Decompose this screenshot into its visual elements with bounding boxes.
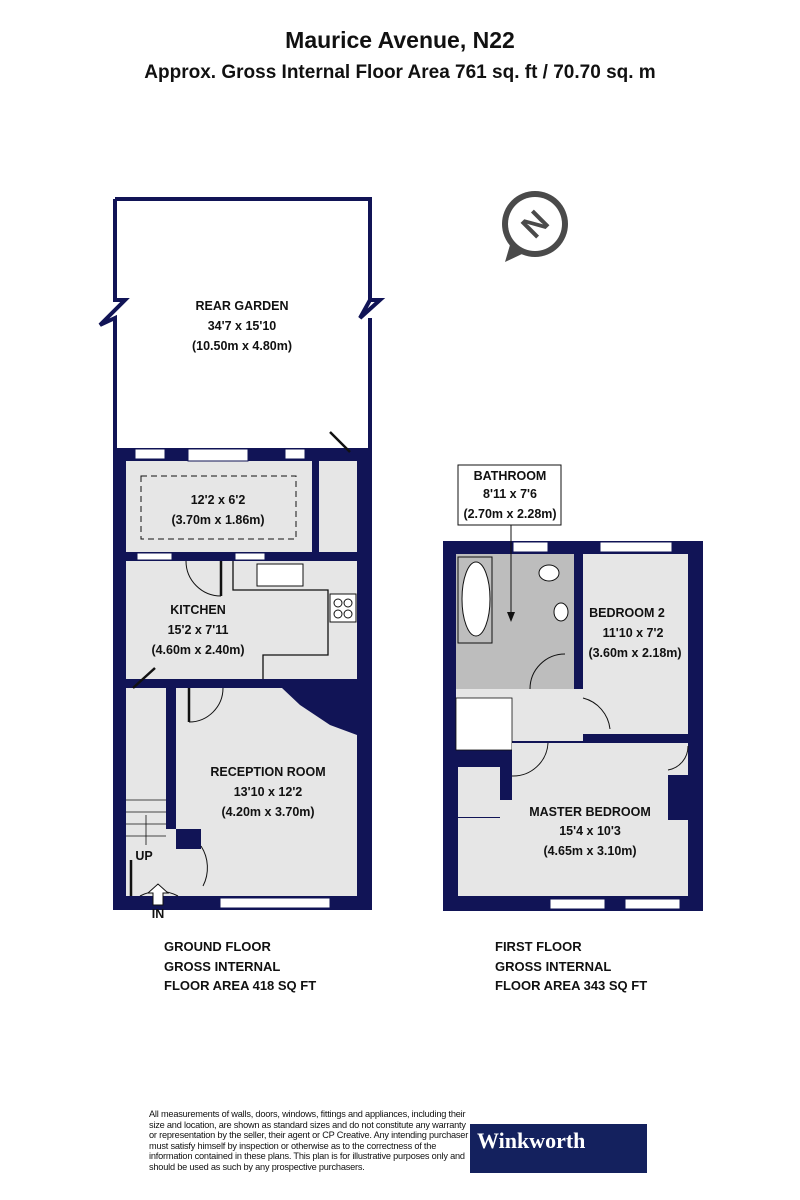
svg-text:RECEPTION ROOM: RECEPTION ROOM xyxy=(210,765,325,779)
svg-text:BATHROOM: BATHROOM xyxy=(474,469,547,483)
area-line: GROSS INTERNAL xyxy=(164,958,281,974)
svg-text:15'4 x 10'3: 15'4 x 10'3 xyxy=(559,824,621,838)
entrance-label: IN xyxy=(152,907,165,921)
room-label-bathroom: BATHROOM 8'11 x 7'6 (2.70m x 2.28m) xyxy=(457,464,562,622)
room-label-reception: RECEPTION ROOM 13'10 x 12'2 (4.20m x 3.7… xyxy=(210,765,325,819)
svg-text:(4.60m x 2.40m): (4.60m x 2.40m) xyxy=(151,643,244,657)
svg-text:(4.65m x 3.10m): (4.65m x 3.10m) xyxy=(543,844,636,858)
room-label-kitchen: KITCHEN 15'2 x 7'11 (4.60m x 2.40m) xyxy=(151,603,244,657)
page-subtitle: Approx. Gross Internal Floor Area 761 sq… xyxy=(144,62,656,83)
svg-text:(2.70m x 2.28m): (2.70m x 2.28m) xyxy=(463,507,556,521)
room-label-conservatory: 12'2 x 6'2 (3.70m x 1.86m) xyxy=(171,493,264,527)
room-label-bedroom-2: BEDROOM 2 11'10 x 7'2 (3.60m x 2.18m) xyxy=(588,606,681,660)
svg-text:34'7 x 15'10: 34'7 x 15'10 xyxy=(208,319,277,333)
svg-text:MASTER BEDROOM: MASTER BEDROOM xyxy=(529,805,651,819)
svg-text:(4.20m x 3.70m): (4.20m x 3.70m) xyxy=(221,805,314,819)
area-line: FLOOR AREA 418 SQ FT xyxy=(164,978,317,993)
ground-floor-area-label: GROUND FLOOR GROSS INTERNAL FLOOR AREA 4… xyxy=(164,937,316,996)
north-arrow-icon: N xyxy=(502,191,568,262)
svg-text:(10.50m x 4.80m): (10.50m x 4.80m) xyxy=(192,339,292,353)
disclaimer: All measurements of walls, doors, window… xyxy=(149,1109,469,1172)
svg-text:(3.70m x 1.86m): (3.70m x 1.86m) xyxy=(171,513,264,527)
area-line: GROUND FLOOR xyxy=(164,939,271,954)
svg-text:8'11 x 7'6: 8'11 x 7'6 xyxy=(483,487,537,501)
svg-text:REAR GARDEN: REAR GARDEN xyxy=(195,299,288,313)
room-label-rear-garden: REAR GARDEN 34'7 x 15'10 (10.50m x 4.80m… xyxy=(192,299,292,353)
rear-garden xyxy=(98,197,386,452)
entrance-arrow-icon xyxy=(146,883,170,906)
svg-text:13'10 x 12'2: 13'10 x 12'2 xyxy=(234,785,303,799)
svg-text:(3.60m x 2.18m): (3.60m x 2.18m) xyxy=(588,646,681,660)
svg-text:11'10 x 7'2: 11'10 x 7'2 xyxy=(603,626,664,640)
area-line: FIRST FLOOR xyxy=(495,939,582,954)
ground-floor-plan xyxy=(113,431,372,910)
area-line: FLOOR AREA 343 SQ FT xyxy=(495,978,648,993)
page-title: Maurice Avenue, N22 xyxy=(285,27,515,53)
first-floor-area-label: FIRST FLOOR GROSS INTERNAL FLOOR AREA 34… xyxy=(495,937,647,996)
svg-text:12'2 x 6'2: 12'2 x 6'2 xyxy=(191,493,246,507)
winkworth-logo: Winkworth xyxy=(470,1124,647,1173)
stairs-up-label: UP xyxy=(135,849,152,863)
svg-text:KITCHEN: KITCHEN xyxy=(170,603,226,617)
area-line: GROSS INTERNAL xyxy=(495,958,612,974)
room-label-master-bedroom: MASTER BEDROOM 15'4 x 10'3 (4.65m x 3.10… xyxy=(529,805,651,858)
svg-text:15'2 x 7'11: 15'2 x 7'11 xyxy=(168,623,229,637)
svg-text:BEDROOM 2: BEDROOM 2 xyxy=(589,606,665,620)
first-floor-plan xyxy=(443,541,703,911)
